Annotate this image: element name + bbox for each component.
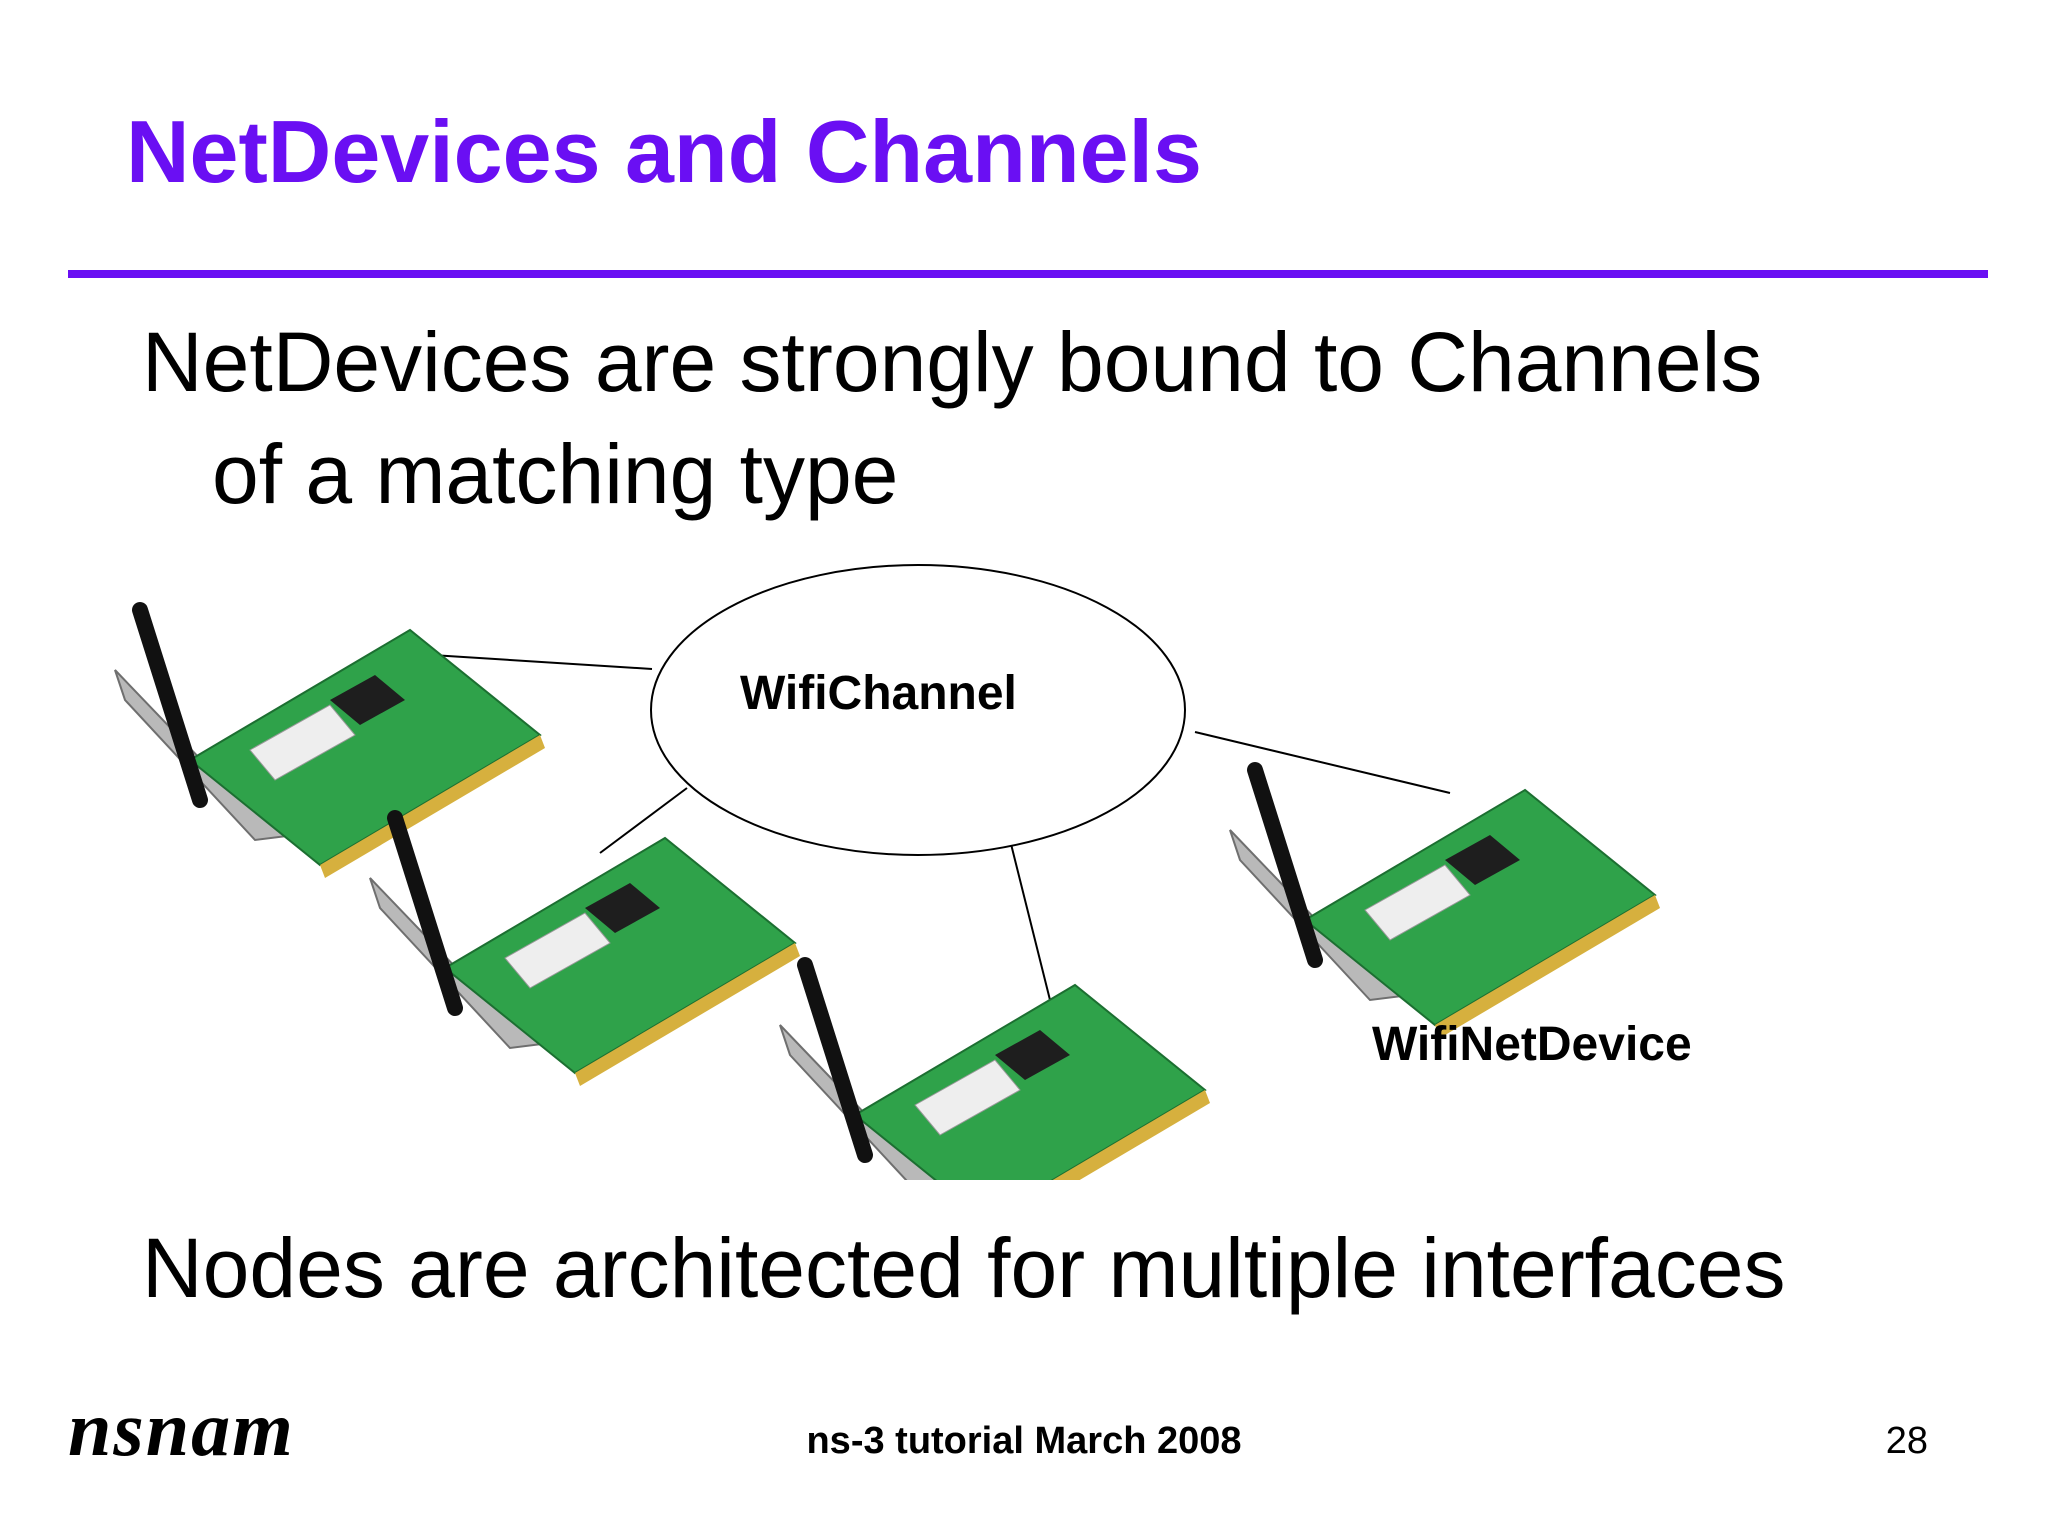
bullet-2: Nodes are architected for multiple inter… bbox=[142, 1221, 1786, 1315]
wifi-channel-ellipse bbox=[650, 564, 1186, 856]
wifi-card-icon bbox=[1230, 770, 1660, 1038]
page-number: 28 bbox=[1885, 1420, 1928, 1462]
wifi-card-icon bbox=[115, 610, 545, 878]
slide-title: NetDevices and Channels bbox=[126, 102, 1202, 201]
wifi-card-icon bbox=[780, 965, 1210, 1180]
wifi-diagram: WifiChannel WifiNetDevice bbox=[0, 564, 1692, 1180]
bullet-1-line-2: of a matching type bbox=[212, 427, 899, 521]
device-label: WifiNetDevice bbox=[1372, 1018, 1692, 1071]
link-line-card-2 bbox=[599, 787, 688, 854]
bullet-1-line-1: NetDevices are strongly bound to Channel… bbox=[142, 315, 1763, 409]
channel-label: WifiChannel bbox=[740, 667, 1017, 720]
nsnam-logo: nsnam bbox=[68, 1385, 295, 1472]
footer-text: ns-3 tutorial March 2008 bbox=[806, 1420, 1242, 1462]
wifi-card-icon bbox=[370, 818, 800, 1086]
title-divider bbox=[68, 270, 1988, 278]
link-line-card-3 bbox=[1008, 835, 1051, 1001]
link-line-card-4 bbox=[1194, 731, 1451, 794]
